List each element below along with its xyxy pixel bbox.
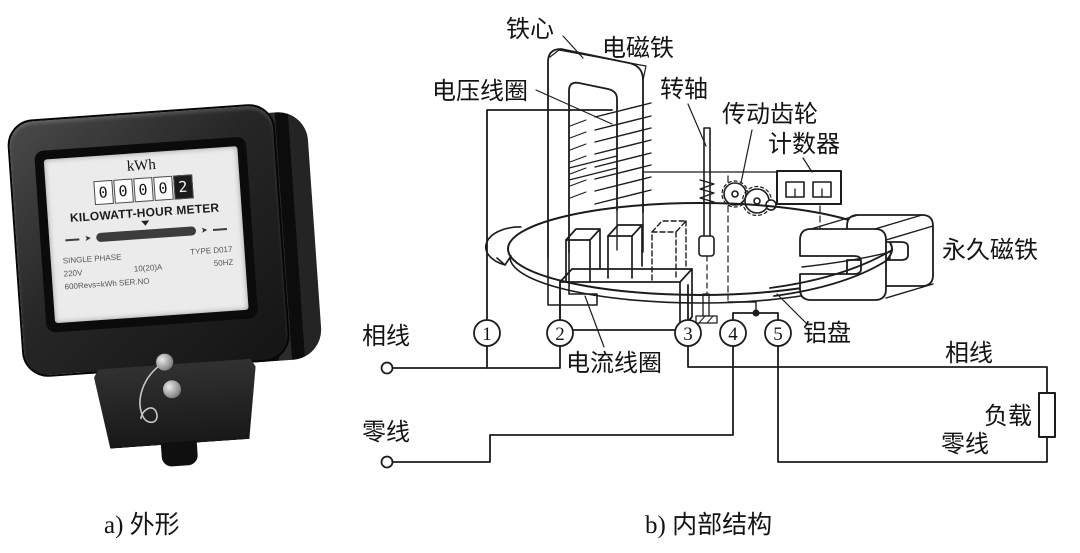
slot-dash-left [65,237,80,241]
wiring [380,109,1056,469]
register-digit: 0 [92,179,114,206]
caption-b: b) 内部结构 [645,511,772,539]
label-drive-gear: 传动齿轮 [722,101,818,128]
meter-assembly: kWh 0 0 0 0 2 KILOWATT-HOUR METER ➤ [0,97,348,499]
phase-terminal-left [380,361,394,375]
disc-slot [95,226,197,243]
terminal-4 [719,319,747,347]
worm-gear [699,179,715,203]
label-electromagnet: 电磁铁 [602,35,674,62]
label-neutral-wire-left: 零线 [362,419,410,446]
slot-dash-right [212,227,227,231]
label-shaft: 转轴 [660,76,708,103]
caption-a: a) 外形 [104,511,180,539]
label-iron-core: 铁心 [506,16,554,43]
rotation-arrow [484,226,522,266]
captions: a) 外形 b) 内部结构 [104,511,772,539]
spec-frequency: 50HZ [213,257,234,269]
meter-case-front: kWh 0 0 0 0 2 KILOWATT-HOUR METER ➤ [5,102,292,379]
label-permanent-magnet: 永久磁铁 [942,237,1038,264]
lead-seal-wire [139,366,159,424]
terminal-2 [546,319,574,347]
load-resistor [1038,392,1056,438]
label-counter: 计数器 [768,131,840,158]
spec-voltage: 220V [63,268,83,279]
terminals [473,319,792,347]
meter-photo: kWh 0 0 0 0 2 KILOWATT-HOUR METER ➤ [4,98,340,508]
lower-pivot [702,293,710,317]
label-phase-wire-right: 相线 [945,340,993,367]
counter-box [776,170,842,205]
diagram-labels: 铁心 电磁铁 电压线圈 转轴 传动齿轮 计数器 永久磁铁 相线 电流线圈 铝盘 … [362,16,1038,458]
drive-gears [721,180,777,217]
label-current-coil: 电流线圈 [566,350,662,377]
spec-current: 10(20)A [133,262,163,274]
terminal-4-number: 4 [728,324,738,345]
terminal-5 [764,319,792,347]
pointer-mark [141,220,150,226]
current-coil-core [559,220,693,331]
terminal-numbers: 1 2 3 4 5 [482,324,783,345]
spec-type: TYPE D017 [189,244,233,257]
spec-lines: SINGLE PHASE TYPE D017 220V 10(20)A 50HZ… [51,244,247,292]
terminal-3 [674,319,702,347]
label-voltage-coil: 电压线圈 [432,78,528,105]
electromagnet-core [547,48,647,306]
label-phase-wire-left: 相线 [362,323,410,350]
terminal-1 [473,319,501,347]
leader-lines [535,35,813,348]
label-load: 负载 [984,403,1032,430]
permanent-magnet [769,214,934,301]
terminal-3-number: 3 [683,324,693,345]
spec-revs: 600Revs=kWh SER.NO [64,276,150,292]
shaft [695,127,718,324]
disc-hub [698,235,715,257]
spec-phase: SINGLE PHASE [62,252,122,266]
register-digit-tenths: 2 [172,174,194,200]
terminal-2-number: 2 [555,324,565,345]
meter-face: kWh 0 0 0 0 2 KILOWATT-HOUR METER ➤ [43,146,249,324]
register-digit: 0 [132,177,154,203]
slot-arrow-right-icon: ➤ [200,224,208,235]
terminal-cover-tab [160,440,199,468]
label-neutral-wire-right: 零线 [941,431,989,458]
slot-arrow-left-icon: ➤ [84,233,92,243]
disc-window: ➤ ➤ [49,223,243,246]
voltage-coil-winding [569,102,652,205]
neutral-terminal-left [380,455,394,469]
register-digit: 0 [152,175,174,202]
terminal-5-number: 5 [773,324,783,345]
terminal-cover [93,358,260,449]
register-digit: 0 [112,178,134,204]
terminal-1-number: 1 [482,324,492,345]
label-aluminum-disc: 铝盘 [803,320,851,347]
